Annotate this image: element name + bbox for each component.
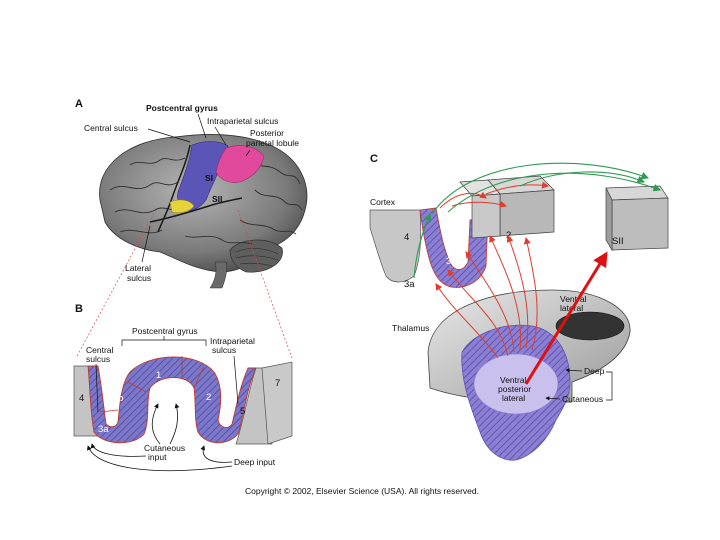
label-cutaneous-input-1: Cutaneous	[144, 443, 185, 453]
copyright-text: Copyright © 2002, Elsevier Science (USA)…	[245, 486, 479, 496]
panel-a-labels: Postcentral gyrus Intraparietal sulcus C…	[84, 103, 299, 283]
vpl-to-sii-arrow	[524, 251, 608, 385]
label-vpl-1: Ventral	[500, 375, 527, 385]
area-5-b: 5	[240, 406, 245, 417]
area-3b-c: 3b	[446, 256, 457, 267]
label-si: SI	[205, 173, 213, 183]
label-sii: SII	[212, 194, 222, 204]
label-intraparietal-sulcus-b-1: Intraparietal	[210, 336, 255, 346]
label-vpl-3: lateral	[502, 393, 525, 403]
label-intraparietal-sulcus-b-2: sulcus	[212, 345, 236, 355]
area-3a-b: 3a	[98, 424, 109, 435]
label-postcentral-gyrus-a: Postcentral gyrus	[146, 103, 218, 113]
label-central-sulcus-b-1: Central	[86, 345, 114, 355]
label-cutaneous-input-2: input	[148, 452, 167, 462]
area-3b-b: 3b	[113, 393, 124, 404]
green-projections	[413, 162, 662, 279]
label-vpl-2: posterior	[498, 384, 531, 394]
area-sii-c: SII	[612, 236, 624, 247]
label-lateral-sulcus-1: Lateral	[125, 263, 151, 273]
label-intraparietal-sulcus-a: Intraparietal sulcus	[207, 116, 278, 126]
label-deep-input: Deep input	[234, 457, 276, 467]
area-2-c: 2	[506, 230, 511, 241]
label-cutaneous: Cutaneous	[562, 394, 603, 404]
label-postcentral-gyrus-b: Postcentral gyrus	[132, 326, 198, 336]
label-posterior-parietal-1: Posterior	[250, 128, 284, 138]
panel-b-labels: Postcentral gyrus Central sulcus Intrapa…	[79, 326, 280, 467]
area-3a-c: 3a	[404, 279, 415, 290]
panel-b-input-arrows	[86, 403, 233, 472]
label-deep: Deep	[584, 366, 605, 376]
area-4-c: 4	[404, 232, 409, 243]
label-central-sulcus-a: Central sulcus	[84, 123, 138, 133]
label-posterior-parietal-2: parietal lobule	[246, 138, 299, 148]
cortex-section-c	[369, 175, 669, 288]
panel-b-label: B	[75, 303, 83, 315]
thalamocortical-projections	[435, 181, 549, 359]
panel-a-label: A	[75, 98, 83, 110]
area-2-b: 2	[206, 392, 211, 403]
label-central-sulcus-b-2: sulcus	[86, 354, 110, 364]
area-1-b: 1	[156, 370, 161, 381]
brain-lateral-view	[99, 133, 308, 289]
label-ventral-lateral-1: Ventral	[560, 294, 587, 304]
label-lateral-sulcus-2: sulcus	[127, 273, 151, 283]
area-1-c: 1	[458, 224, 463, 235]
cortex-cross-section-b	[73, 356, 293, 445]
panel-c-label: C	[370, 153, 378, 165]
label-thalamus: Thalamus	[392, 323, 429, 333]
area-4-b: 4	[79, 393, 84, 404]
area-7-b: 7	[275, 378, 280, 389]
section-projection-lines	[75, 209, 293, 359]
label-cortex: Cortex	[370, 197, 396, 207]
